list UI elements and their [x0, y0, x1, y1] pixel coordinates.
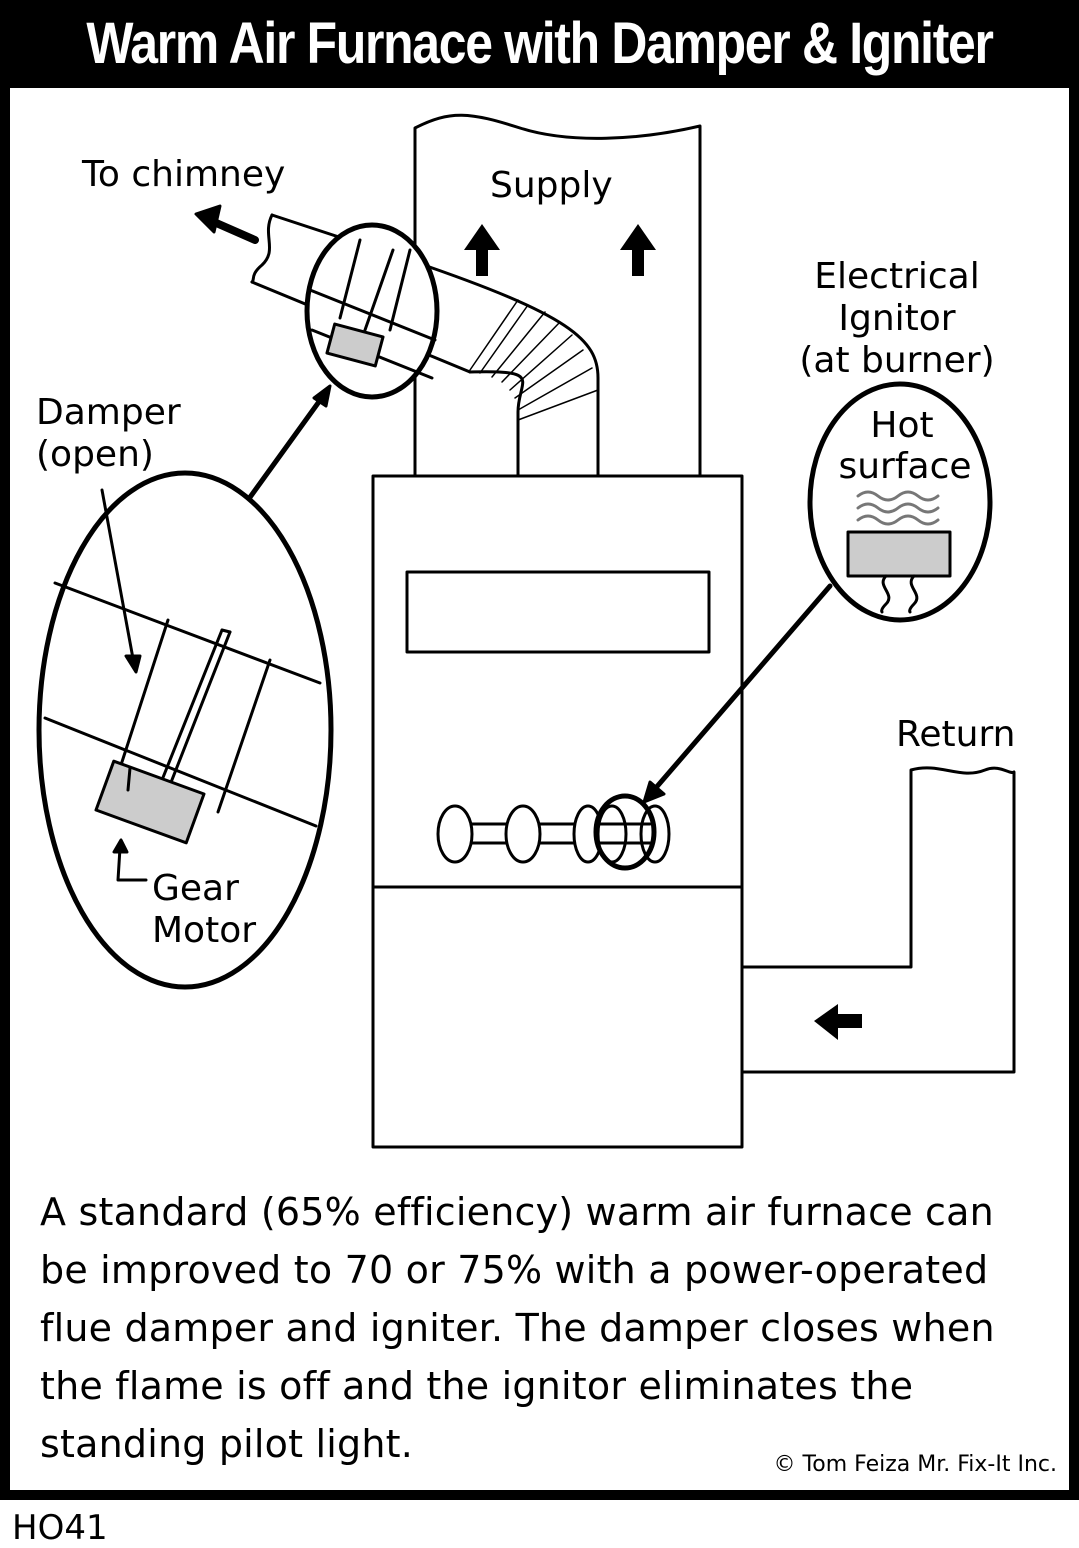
- enlarged-gear-motor: [94, 759, 206, 845]
- caption-text: A standard (65% efficiency) warm air fur…: [40, 1190, 995, 1466]
- ignitor-location-circle: [593, 793, 657, 871]
- supply-duct: [413, 113, 702, 477]
- return-arrow: [814, 1004, 862, 1040]
- flue-elbow: [413, 260, 600, 477]
- small-damper-blade-2: [388, 248, 412, 332]
- diagram-code: HO41: [12, 1508, 108, 1548]
- label-open: (open): [36, 434, 154, 475]
- elbow-segments: [469, 299, 599, 421]
- label-hot: Hot: [870, 405, 933, 446]
- pointer-arrow-ignitor: [651, 583, 833, 793]
- label-supply: Supply: [490, 165, 613, 206]
- gear-motor-label-arrowhead: [112, 838, 129, 854]
- enlarged-pipe-lines: [43, 581, 322, 828]
- label-at-burner: (at burner): [799, 340, 994, 381]
- small-damper-shaft: [363, 248, 395, 332]
- ignitor-lead-left: [880, 574, 891, 614]
- pointer-arrowhead-damper: [312, 384, 332, 408]
- label-motor: Motor: [152, 910, 256, 951]
- hot-surface-element: [846, 530, 952, 578]
- flue-pipe-broken-end: [250, 213, 274, 284]
- supply-arrow-right: [620, 224, 656, 276]
- label-damper: Damper: [36, 392, 181, 433]
- title-bar: Warm Air Furnace with Damper & Igniter: [0, 0, 1079, 88]
- label-to-chimney: To chimney: [81, 154, 285, 195]
- damper-label-arrowhead: [124, 654, 142, 674]
- heat-wave-icon: [856, 490, 940, 526]
- pointer-arrow-damper: [245, 389, 329, 503]
- furnace-cabinet: [371, 474, 744, 1149]
- page-title: Warm Air Furnace with Damper & Igniter: [86, 11, 994, 76]
- label-electrical: Electrical: [814, 256, 979, 297]
- label-return: Return: [896, 714, 1015, 755]
- to-chimney-arrowhead: [194, 204, 222, 234]
- enlarged-damper-shaft-cap: [220, 628, 232, 634]
- enlarged-damper-blade-left: [118, 618, 170, 770]
- label-ignitor: Ignitor: [838, 298, 955, 339]
- damper-label-arrow: [100, 488, 136, 666]
- copyright-notice: © Tom Feiza Mr. Fix-It Inc.: [773, 1452, 1057, 1477]
- motor-link: [126, 766, 132, 792]
- label-gear: Gear: [152, 868, 239, 909]
- furnace-panel: [405, 570, 711, 654]
- enlarged-damper-blade-right: [216, 658, 272, 814]
- damper-enlarged-circle: [36, 470, 334, 990]
- gear-motor-label-arrow: [116, 846, 148, 882]
- enlarged-damper-shaft-a: [158, 628, 224, 787]
- ignitor-lead-right: [908, 574, 919, 614]
- small-damper-blade: [338, 238, 362, 320]
- pointer-arrowhead-ignitor: [642, 780, 666, 804]
- small-gear-motor: [325, 322, 385, 368]
- to-chimney-arrow-shaft: [210, 218, 259, 244]
- supply-arrow-left: [464, 224, 500, 276]
- return-duct: [740, 766, 1016, 1074]
- label-surface: surface: [838, 446, 971, 487]
- enlarged-damper-shaft-b: [166, 630, 232, 792]
